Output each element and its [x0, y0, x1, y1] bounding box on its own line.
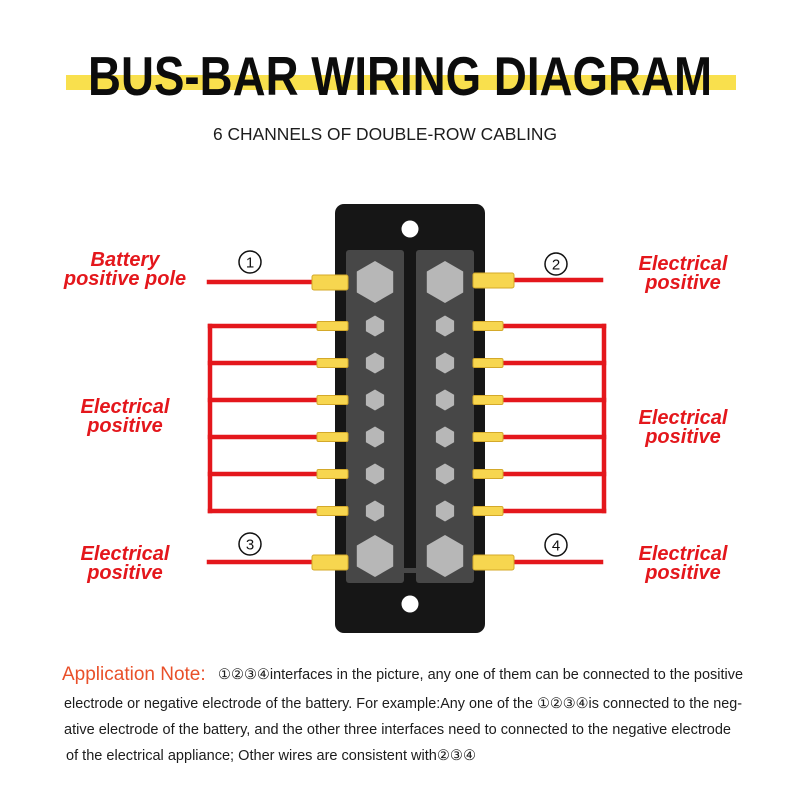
small-hex-screw-right-4-icon: [435, 426, 455, 448]
label-right-bottom-line2: positive: [644, 562, 721, 584]
large-hex-stud-left-top-icon: [356, 261, 394, 303]
interface-marker-4: 4: [544, 533, 568, 557]
small-hex-screw-right-2-icon: [435, 352, 455, 374]
interface-marker-2: 2: [544, 252, 568, 276]
large-hex-stud-right-top-icon: [426, 261, 464, 303]
lug-left-3: [316, 395, 349, 405]
mounting-hole-top: [401, 220, 419, 238]
label-left-middle: Electrical positive: [81, 396, 170, 437]
application-note: Application Note: ①②③④interfaces in the …: [62, 664, 743, 764]
lug-right-4: [472, 432, 504, 442]
page-subtitle: 6 CHANNELS OF DOUBLE-ROW CABLING: [213, 124, 557, 144]
label-left-bottom-line1: Electrical: [81, 543, 170, 565]
terminal-lugs: [311, 272, 515, 571]
bus-plate-right: [416, 250, 474, 583]
interface-marker-3: 3: [238, 532, 262, 556]
label-right-middle-line1: Electrical: [639, 407, 728, 429]
interface-marker-2-circle: [544, 252, 568, 276]
small-hex-screw-left-3-icon: [365, 389, 385, 411]
label-left-bottom: Electrical positive: [81, 543, 170, 584]
small-hex-screw-right-6-icon: [435, 500, 455, 522]
label-right-bottom-line1: Electrical: [639, 543, 728, 565]
application-note-line-4: of the electrical appliance; Other wires…: [66, 748, 476, 764]
page-title: BUS-BAR WIRING DIAGRAM: [88, 45, 712, 107]
lug-left-5: [316, 469, 349, 479]
small-hex-screw-left-5-icon: [365, 463, 385, 485]
label-right-bottom: Electrical positive: [639, 543, 728, 584]
application-note-line-3: ative electrode of the battery, and the …: [64, 722, 731, 738]
label-left-middle-line2: positive: [86, 415, 163, 437]
lug-right-3: [472, 395, 504, 405]
lug-right-5: [472, 469, 504, 479]
interface-marker-4-circle: [544, 533, 568, 557]
bus-plate-bridge: [403, 568, 417, 573]
small-hex-screw-left-2-icon: [365, 352, 385, 374]
lug-right-top: [472, 272, 515, 289]
interface-marker-4-number: 4: [552, 538, 560, 555]
label-left-top-line2: positive pole: [63, 268, 186, 290]
main-wires: [206, 277, 604, 565]
label-right-top: Electrical positive: [639, 253, 728, 294]
lug-right-6: [472, 506, 504, 516]
large-hex-stud-right-bottom-icon: [426, 535, 464, 577]
label-left-bottom-line2: positive: [86, 562, 163, 584]
label-left-middle-line1: Electrical: [81, 396, 170, 418]
interface-marker-1: 1: [238, 250, 262, 274]
terminal-screws: [356, 261, 464, 577]
application-note-line-2: electrode or negative electrode of the b…: [64, 696, 742, 712]
bus-plate-left: [346, 250, 404, 583]
wire-loops: [207, 323, 607, 514]
interface-marker-3-number: 3: [246, 537, 254, 554]
interface-marker-3-circle: [238, 532, 262, 556]
lug-left-4: [316, 432, 349, 442]
lug-right-bottom: [472, 554, 515, 571]
lug-right-1: [472, 321, 504, 331]
lug-left-1: [316, 321, 349, 331]
small-hex-screw-right-1-icon: [435, 315, 455, 337]
interface-marker-1-number: 1: [246, 255, 254, 272]
label-right-middle-line2: positive: [644, 426, 721, 448]
small-hex-screw-right-5-icon: [435, 463, 455, 485]
interface-marker-1-circle: [238, 250, 262, 274]
label-right-top-line2: positive: [644, 272, 721, 294]
label-left-top-line1: Battery: [91, 249, 161, 271]
large-hex-stud-left-bottom-icon: [356, 535, 394, 577]
lug-left-bottom: [311, 554, 349, 571]
lug-right-2: [472, 358, 504, 368]
small-hex-screw-left-4-icon: [365, 426, 385, 448]
bus-bar: [335, 204, 485, 633]
label-left-top: Battery positive pole: [63, 249, 186, 290]
title-highlight-bar: [66, 75, 736, 90]
lug-left-6: [316, 506, 349, 516]
label-right-middle: Electrical positive: [639, 407, 728, 448]
interface-marker-2-number: 2: [552, 257, 560, 274]
label-right-top-line1: Electrical: [639, 253, 728, 275]
application-note-heading: Application Note:: [62, 664, 206, 685]
application-note-line-1: ①②③④interfaces in the picture, any one o…: [218, 667, 743, 683]
title-block: BUS-BAR WIRING DIAGRAM: [66, 45, 736, 107]
small-hex-screw-left-1-icon: [365, 315, 385, 337]
lug-left-2: [316, 358, 349, 368]
lug-left-top: [311, 274, 349, 291]
mounting-hole-bottom: [401, 595, 419, 613]
small-hex-screw-left-6-icon: [365, 500, 385, 522]
small-hex-screw-right-3-icon: [435, 389, 455, 411]
